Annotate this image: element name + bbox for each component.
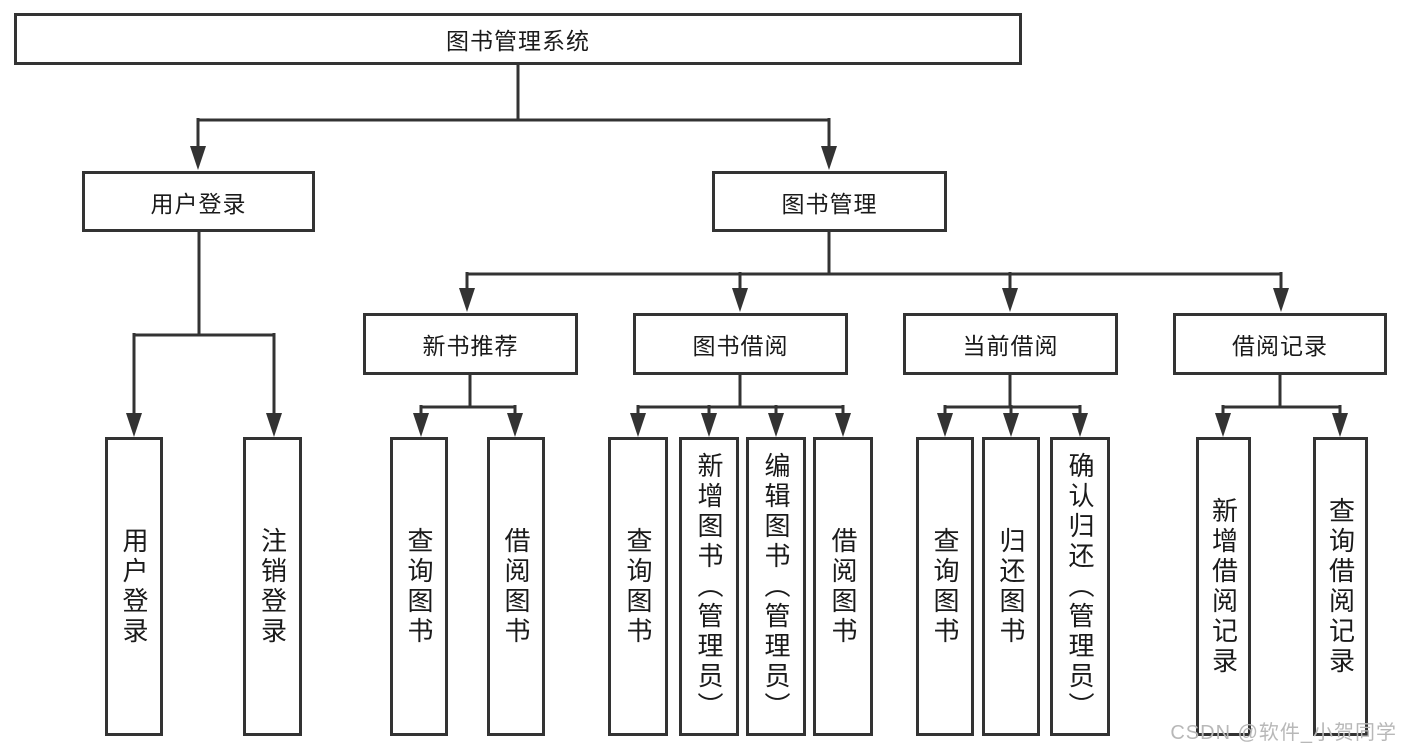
node-user-login: 用户登录 — [82, 171, 315, 232]
node-book-borrow-label: 图书借阅 — [692, 333, 789, 359]
leaf-edit-book-admin: 编辑图书（管理员） — [746, 437, 806, 736]
leaf-add-borrow-record: 新增借阅记录 — [1196, 437, 1251, 736]
leaf-query-book-current: 查询图书 — [916, 437, 974, 736]
node-root-system: 图书管理系统 — [14, 13, 1022, 65]
leaf-logout: 注销登录 — [243, 437, 302, 736]
node-book-management: 图书管理 — [712, 171, 947, 232]
node-new-book-recommend: 新书推荐 — [363, 313, 578, 375]
leaf-query-book-current-label: 查询图书 — [930, 526, 960, 647]
leaf-query-borrow-record: 查询借阅记录 — [1313, 437, 1368, 736]
leaf-add-book-admin: 新增图书（管理员） — [679, 437, 739, 736]
leaf-borrow-book: 借阅图书 — [813, 437, 873, 736]
leaf-confirm-return-admin-label: 确认归还（管理员） — [1065, 451, 1095, 722]
leaf-borrow-book-recommend-label: 借阅图书 — [501, 526, 531, 647]
node-book-management-label: 图书管理 — [781, 190, 878, 217]
leaf-add-book-admin-label: 新增图书（管理员） — [694, 451, 724, 722]
node-root-label: 图书管理系统 — [446, 28, 590, 54]
leaf-return-book-label: 归还图书 — [996, 526, 1026, 647]
leaf-logout-label: 注销登录 — [257, 526, 288, 647]
leaf-query-borrow-record-label: 查询借阅记录 — [1325, 496, 1356, 677]
leaf-query-book-recommend-label: 查询图书 — [404, 526, 434, 647]
leaf-query-book-borrow: 查询图书 — [608, 437, 668, 736]
node-current-borrow: 当前借阅 — [903, 313, 1118, 375]
leaf-user-login: 用户登录 — [105, 437, 163, 736]
node-user-login-label: 用户登录 — [150, 190, 247, 217]
leaf-borrow-book-recommend: 借阅图书 — [487, 437, 545, 736]
leaf-query-book-recommend: 查询图书 — [390, 437, 448, 736]
node-current-borrow-label: 当前借阅 — [962, 333, 1059, 359]
node-borrow-record-label: 借阅记录 — [1232, 333, 1328, 359]
leaf-confirm-return-admin: 确认归还（管理员） — [1050, 437, 1110, 736]
leaf-query-book-borrow-label: 查询图书 — [623, 526, 653, 647]
leaf-user-login-label: 用户登录 — [119, 526, 149, 647]
leaf-edit-book-admin-label: 编辑图书（管理员） — [761, 451, 791, 722]
leaf-add-borrow-record-label: 新增借阅记录 — [1208, 496, 1239, 677]
node-book-borrow: 图书借阅 — [633, 313, 848, 375]
node-new-book-recommend-label: 新书推荐 — [422, 333, 519, 359]
node-borrow-record: 借阅记录 — [1173, 313, 1387, 375]
leaf-borrow-book-label: 借阅图书 — [828, 526, 858, 647]
csdn-watermark: CSDN @软件_小贺同学 — [1170, 722, 1397, 744]
leaf-return-book: 归还图书 — [982, 437, 1040, 736]
